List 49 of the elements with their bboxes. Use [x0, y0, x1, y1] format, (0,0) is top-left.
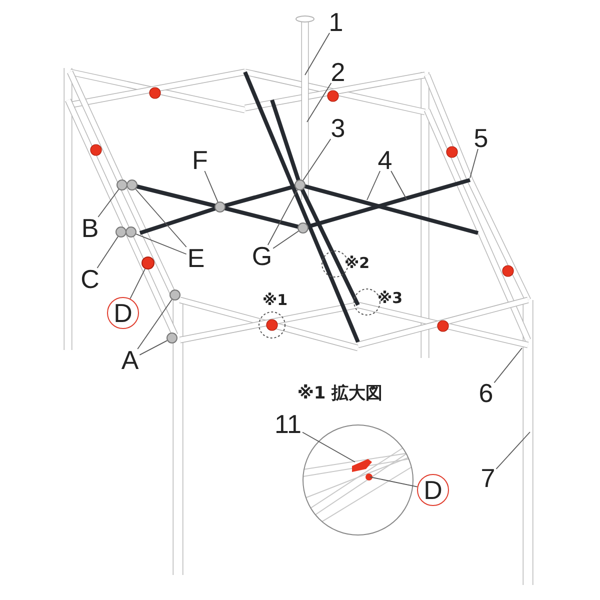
joint-dot	[126, 180, 138, 190]
callout-number: F	[192, 147, 208, 173]
leader-line	[267, 189, 298, 246]
leader-line	[96, 236, 118, 268]
callout-number: B	[81, 215, 99, 241]
leader-line	[390, 170, 408, 200]
joint-dot	[294, 180, 306, 190]
leader-line	[98, 188, 120, 218]
callout-number: 7	[480, 465, 496, 491]
joint-dot	[116, 180, 128, 190]
detail-title: ※1 拡大図	[297, 382, 383, 404]
leader-line	[366, 170, 380, 200]
leader-line	[272, 230, 299, 249]
joint-dot	[170, 290, 180, 300]
callout-number: A	[121, 347, 139, 373]
joint-dot	[166, 332, 178, 344]
leader-line	[130, 268, 146, 300]
callout-number: E	[187, 245, 205, 271]
callout-number: 1	[328, 9, 344, 35]
joint-dot	[116, 226, 126, 238]
callout-number: 11	[274, 411, 302, 437]
leader-line	[139, 340, 168, 356]
leader-line	[370, 476, 418, 488]
joint-dot	[214, 202, 226, 212]
callout-number: 4	[378, 147, 392, 173]
callout-number: 2	[330, 59, 346, 85]
leader-line	[304, 32, 330, 76]
leader-line	[302, 138, 332, 181]
leader-line	[494, 348, 522, 384]
callout-number: G	[252, 243, 272, 269]
leader-line	[204, 170, 218, 202]
callout-letter: D	[107, 297, 139, 329]
leader-line	[496, 432, 530, 470]
callout-number: 3	[330, 115, 346, 141]
joint-dot	[126, 226, 136, 238]
leader-line	[137, 299, 172, 350]
callout-number: 5	[474, 125, 488, 151]
leader-line	[302, 432, 356, 462]
callout-number: 6	[478, 380, 494, 406]
callout-letter: D	[417, 474, 449, 506]
callout-number: C	[80, 266, 100, 292]
reference-mark: ※1	[262, 291, 288, 309]
leader-line	[136, 234, 187, 255]
reference-mark: ※2	[344, 254, 370, 272]
joint-dot	[298, 222, 308, 234]
leader-line	[470, 148, 478, 178]
reference-mark: ※3	[377, 289, 403, 307]
leader-line	[306, 82, 332, 122]
leader-line	[135, 188, 187, 248]
